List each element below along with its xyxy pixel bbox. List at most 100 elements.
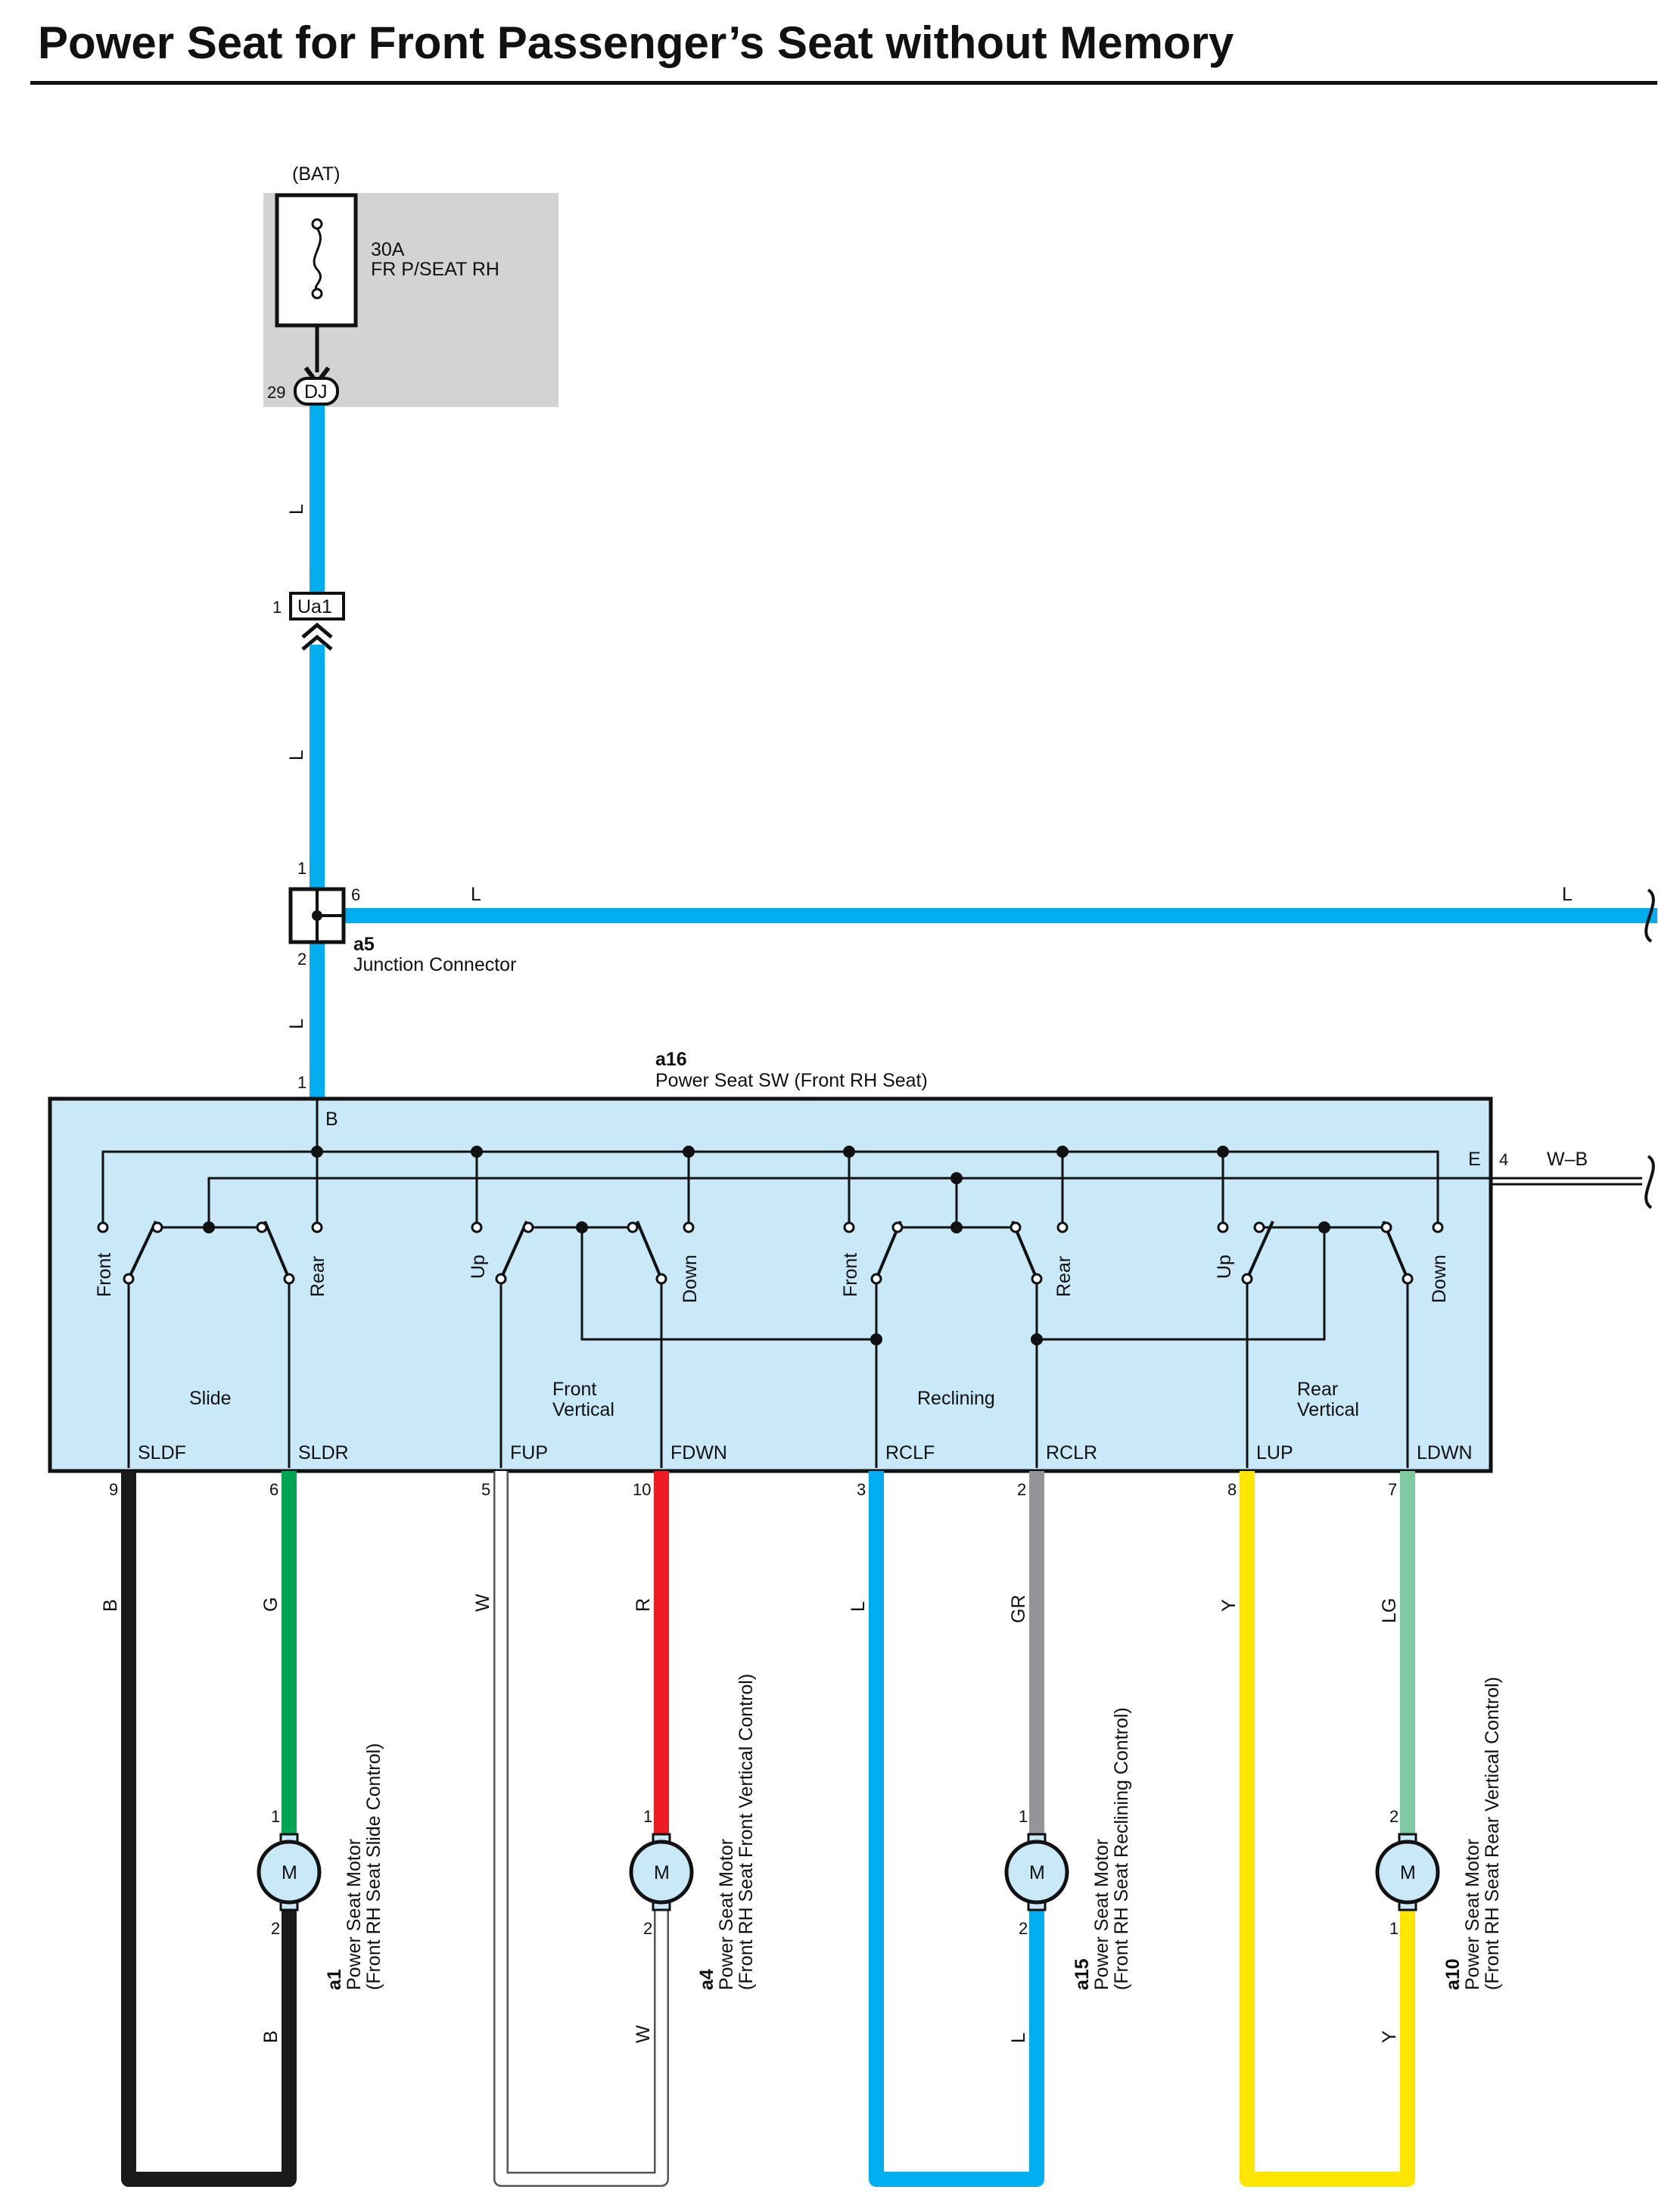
switch-id: a16 xyxy=(655,1049,687,1070)
wire-sldf xyxy=(121,1471,297,2187)
pin-lup: 8 xyxy=(1227,1480,1237,1499)
battery-label: (BAT) xyxy=(292,163,340,185)
wire-color-return-a15: L xyxy=(1008,2032,1029,2043)
terminal-rclf: RCLF xyxy=(885,1442,935,1463)
terminal-fdwn: FDWN xyxy=(670,1442,727,1463)
motor-a1-id: a1 xyxy=(324,1969,345,1990)
pin-sldf: 9 xyxy=(109,1480,118,1499)
switch-terminal-e: E xyxy=(1468,1149,1481,1170)
terminal-rclr: RCLR xyxy=(1046,1442,1097,1463)
motor-wires xyxy=(121,1471,1415,2187)
contact-label-recl-front: Front xyxy=(840,1253,861,1297)
wire-color-sldr: G xyxy=(260,1597,282,1612)
wire-color-rclr: GR xyxy=(1008,1595,1029,1624)
group-rear-vertical-2: Vertical xyxy=(1297,1399,1359,1420)
motor-a1-desc: (Front RH Seat Slide Control) xyxy=(363,1743,384,1990)
wire-color-ldwn: LG xyxy=(1379,1598,1400,1623)
switch-junction-dots xyxy=(203,1146,1330,1345)
ground-wire-color: W–B xyxy=(1547,1149,1588,1170)
contact-label-slide-rear: Rear xyxy=(307,1256,328,1297)
junction-pin-top: 1 xyxy=(297,859,306,878)
motor-a15: M 1 2 a15 Power Seat Motor (Front RH Sea… xyxy=(1004,1707,1132,1990)
junction-name: Junction Connector xyxy=(353,954,516,975)
group-reclining: Reclining xyxy=(917,1388,995,1409)
switch-terminal-b: B xyxy=(325,1109,338,1130)
fuse-terminal-bottom xyxy=(311,288,323,300)
motor-a15-pin-top: 1 xyxy=(1019,1807,1028,1826)
motor-a4-desc: (Front RH Seat Front Vertical Control) xyxy=(736,1674,757,1990)
pin-fdwn: 10 xyxy=(633,1480,651,1499)
wire-color-lup: Y xyxy=(1218,1599,1240,1612)
contact-label-fv-down: Down xyxy=(680,1255,701,1303)
group-rear-vertical-1: Rear xyxy=(1297,1379,1338,1400)
contact-label-recl-rear: Rear xyxy=(1053,1256,1075,1297)
switch-internal-wiring xyxy=(101,1099,1655,1468)
connector-dj-label: DJ xyxy=(304,381,328,403)
title-rule xyxy=(30,81,1657,85)
motor-a10-symbol: M xyxy=(1400,1862,1416,1883)
motor-a10-pin-top: 2 xyxy=(1389,1807,1398,1826)
wire-fup xyxy=(495,1471,667,2185)
group-slide: Slide xyxy=(189,1388,232,1409)
switch-name: Power Seat SW (Front RH Seat) xyxy=(655,1070,928,1091)
group-front-vertical-2: Vertical xyxy=(552,1399,614,1420)
group-front-vertical-1: Front xyxy=(552,1379,596,1400)
wire-fup-outline xyxy=(493,1471,669,2187)
connector-ua1 xyxy=(289,592,345,620)
contact-label-slide-front: Front xyxy=(94,1253,115,1297)
supply-wire-2-color: L xyxy=(286,750,307,760)
pin-sldr: 6 xyxy=(269,1480,278,1499)
power-seat-switch-a16 xyxy=(48,1096,1493,1473)
motor-a10: M 2 1 a10 Power Seat Motor (Front RH Sea… xyxy=(1375,1677,1503,1990)
fuse-symbol xyxy=(275,193,358,328)
motor-a1-pin-top: 1 xyxy=(271,1807,280,1826)
fuse-name: FR P/SEAT RH xyxy=(371,259,499,280)
motor-a10-pin-bottom: 1 xyxy=(1389,1919,1398,1938)
contact-label-rv-down: Down xyxy=(1429,1255,1450,1303)
junction-pin-right: 6 xyxy=(351,885,360,904)
page-title: Power Seat for Front Passenger’s Seat wi… xyxy=(38,17,1234,68)
motor-a1-pin-bottom: 2 xyxy=(271,1919,280,1938)
wire-color-rclf: L xyxy=(848,1601,869,1612)
motor-a10-name: Power Seat Motor xyxy=(1462,1839,1483,1990)
motor-a15-symbol: M xyxy=(1029,1862,1045,1883)
junction-dot xyxy=(312,910,322,921)
motor-a15-desc: (Front RH Seat Reclining Control) xyxy=(1111,1707,1132,1990)
wire-color-fdwn: R xyxy=(633,1598,654,1612)
motor-a4-name: Power Seat Motor xyxy=(716,1839,737,1990)
motor-a1: M 1 2 a1 Power Seat Motor (Front RH Seat… xyxy=(257,1743,384,1990)
motor-a4-id: a4 xyxy=(696,1969,717,1990)
motor-a4: M 1 2 a4 Power Seat Motor (Front RH Seat… xyxy=(629,1674,757,1990)
wire-lup xyxy=(1240,1471,1415,2187)
motor-a4-pin-bottom: 2 xyxy=(643,1919,652,1938)
pin-fup: 5 xyxy=(481,1480,490,1499)
pin-ldwn: 7 xyxy=(1388,1480,1397,1499)
motor-a15-name: Power Seat Motor xyxy=(1091,1839,1112,1990)
wire-color-sldf: B xyxy=(100,1599,121,1612)
motor-a10-desc: (Front RH Seat Rear Vertical Control) xyxy=(1482,1677,1503,1990)
terminal-ldwn: LDWN xyxy=(1417,1442,1473,1463)
junction-id: a5 xyxy=(353,934,375,955)
wire-color-return-a1: B xyxy=(260,2030,282,2043)
pin-rclr: 2 xyxy=(1017,1480,1026,1499)
supply-wire-1-color: L xyxy=(286,504,307,515)
wire-color-return-a10: Y xyxy=(1379,2030,1400,2043)
terminal-lup: LUP xyxy=(1256,1442,1293,1463)
junction-pin-bottom: 2 xyxy=(297,950,306,969)
wire-rclf xyxy=(869,1471,1044,2187)
contact-label-rv-up: Up xyxy=(1214,1255,1235,1279)
motor-a4-pin-top: 1 xyxy=(643,1807,652,1826)
terminal-sldf: SLDF xyxy=(138,1442,186,1463)
motor-a4-symbol: M xyxy=(654,1862,670,1883)
switch-b-pin: 1 xyxy=(297,1073,306,1092)
switch-contacts xyxy=(97,1221,1444,1285)
motor-a1-symbol: M xyxy=(282,1862,297,1883)
pin-rclf: 3 xyxy=(857,1480,866,1499)
motor-a15-id: a15 xyxy=(1072,1958,1093,1990)
connector-dj xyxy=(294,377,339,406)
junction-branch-color-1: L xyxy=(471,884,481,905)
fuse-element xyxy=(313,228,322,291)
fuse-terminal-top xyxy=(311,218,323,230)
contact-label-fv-up: Up xyxy=(468,1255,489,1279)
